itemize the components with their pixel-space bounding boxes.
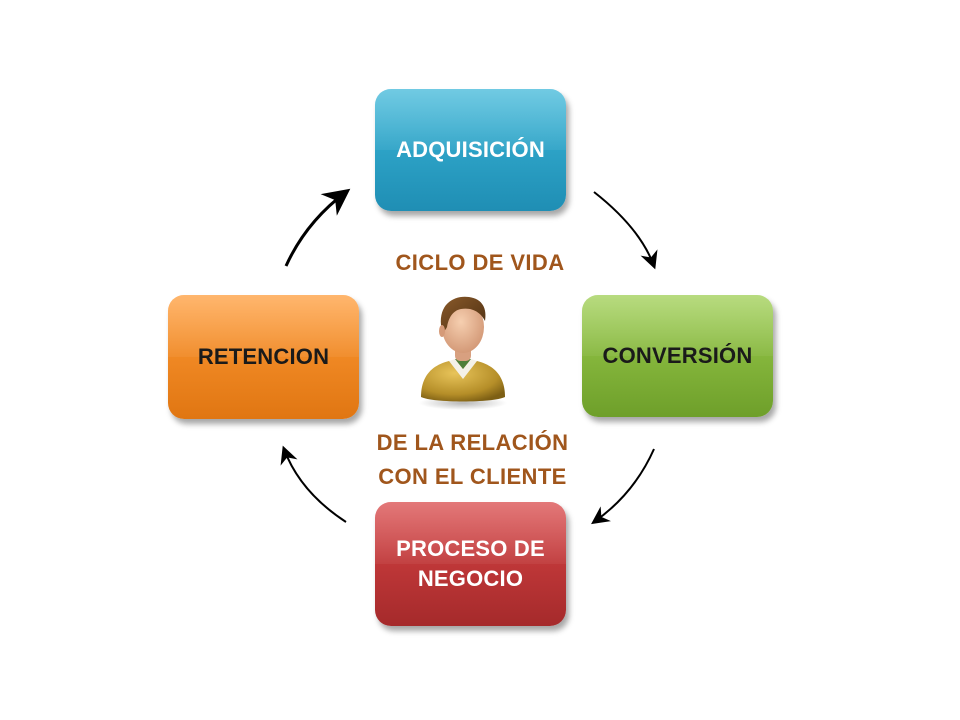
- person-icon: [419, 296, 507, 410]
- curved-arrow-icon: [280, 445, 347, 523]
- stage-proceso-label-line1: PROCESO DE: [396, 536, 545, 561]
- center-line2: DE LA RELACIÓN: [376, 430, 569, 455]
- curved-arrow-icon: [593, 191, 658, 270]
- curved-arrow-icon: [284, 188, 351, 267]
- center-title-top: CICLO DE VIDA: [360, 246, 600, 280]
- curved-arrow-icon: [591, 448, 655, 525]
- stage-retencion-box: RETENCION: [168, 295, 359, 419]
- stage-proceso-label: PROCESO DE NEGOCIO: [396, 534, 545, 594]
- stage-proceso-label-line2: NEGOCIO: [417, 566, 524, 591]
- stage-conversion-label: CONVERSIÓN: [602, 343, 753, 368]
- stage-conversion-box: CONVERSIÓN: [582, 295, 773, 417]
- stage-adquisicion-label: ADQUISICIÓN: [396, 137, 545, 162]
- center-line1: CICLO DE VIDA: [395, 250, 565, 275]
- stage-proceso-box: PROCESO DE NEGOCIO: [375, 502, 566, 626]
- stage-retencion-label: RETENCION: [197, 344, 330, 369]
- center-title-bottom: DE LA RELACIÓN CON EL CLIENTE: [340, 426, 605, 494]
- stage-adquisicion-box: ADQUISICIÓN: [375, 89, 566, 211]
- center-line3: CON EL CLIENTE: [378, 464, 567, 489]
